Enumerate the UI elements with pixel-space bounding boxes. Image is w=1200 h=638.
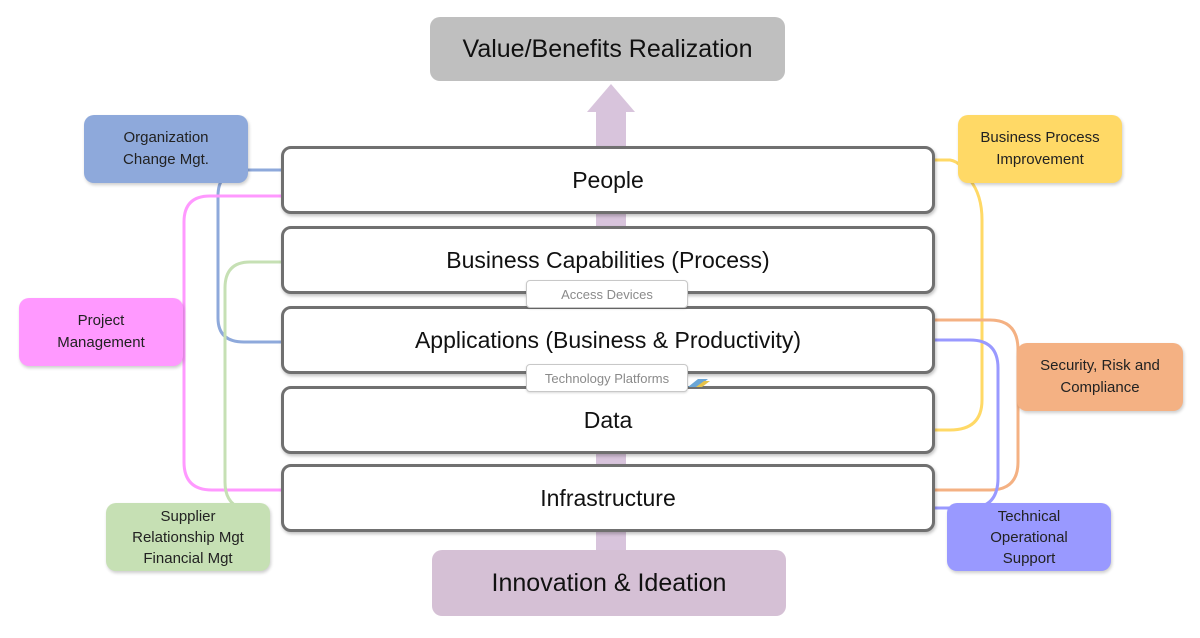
layer-data-label: Data [583,406,633,433]
business-process-improvement-box: Business Process Improvement [958,115,1122,183]
layer-infrastructure-label: Infrastructure [540,484,676,511]
layer-infrastructure: Infrastructure [281,464,935,532]
project-management-label: Project Management [57,312,145,351]
org-change-mgt-label: Organization Change Mgt. [123,129,209,168]
access-devices-pill: Access Devices [526,280,688,308]
layer-applications-label: Applications (Business & Productivity) [414,326,802,353]
arrow-head [587,84,635,112]
src-connector [935,318,1020,492]
project-management-box: Project Management [19,298,183,366]
bpi-connector [935,158,984,432]
pm-connector [182,194,282,492]
technology-platforms-label: Technology Platforms [544,370,670,386]
security-risk-compliance-box: Security, Risk and Compliance [1017,343,1183,411]
value-benefits-banner: Value/Benefits Realization [430,17,785,81]
access-devices-label: Access Devices [561,286,653,302]
technology-platforms-pill: Technology Platforms [526,364,688,392]
srm-connector [223,260,282,510]
innovation-ideation-banner: Innovation & Ideation [432,550,786,616]
value-benefits-label: Value/Benefits Realization [462,34,753,63]
supplier-relationship-label: Supplier Relationship Mgt Financial Mgt [132,507,244,567]
technical-operational-support-box: Technical Operational Support [947,503,1111,571]
business-process-improvement-label: Business Process Improvement [980,129,1100,168]
innovation-ideation-label: Innovation & Ideation [491,568,727,597]
technical-operational-support-label: Technical Operational Support [990,507,1068,567]
layer-people-label: People [572,166,644,193]
layer-people: People [281,146,935,214]
supplier-relationship-box: Supplier Relationship Mgt Financial Mgt [106,503,270,571]
org-change-mgt-box: Organization Change Mgt. [84,115,248,183]
layer-data: Data [281,386,935,454]
security-risk-compliance-label: Security, Risk and Compliance [1040,357,1160,396]
layer-business-capabilities-label: Business Capabilities (Process) [446,246,770,273]
resize-handle-icon [688,374,710,387]
tos-connector [935,338,1000,510]
